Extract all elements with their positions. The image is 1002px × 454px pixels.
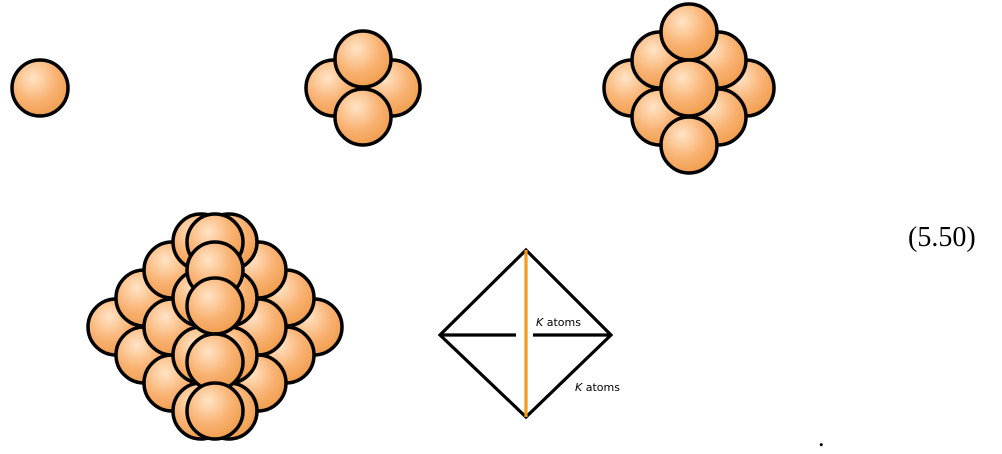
cluster-k3 <box>604 4 774 173</box>
atom <box>187 383 243 439</box>
atom <box>187 278 243 334</box>
trailing-period: . <box>818 428 825 448</box>
atom <box>661 60 717 116</box>
equation-number: (5.50) <box>908 222 976 254</box>
cluster-k4 <box>88 214 342 439</box>
atom <box>335 31 391 87</box>
label-k-atoms-lower: K atoms <box>575 381 620 394</box>
label-k-atoms-upper: K atoms <box>536 316 581 329</box>
octahedron-schematic: K atoms K atoms <box>440 250 620 417</box>
atom <box>661 4 717 60</box>
cluster-k2 <box>306 31 420 145</box>
atom <box>661 117 717 173</box>
atom <box>12 60 68 116</box>
atom <box>335 89 391 145</box>
cluster-k1 <box>12 60 68 116</box>
